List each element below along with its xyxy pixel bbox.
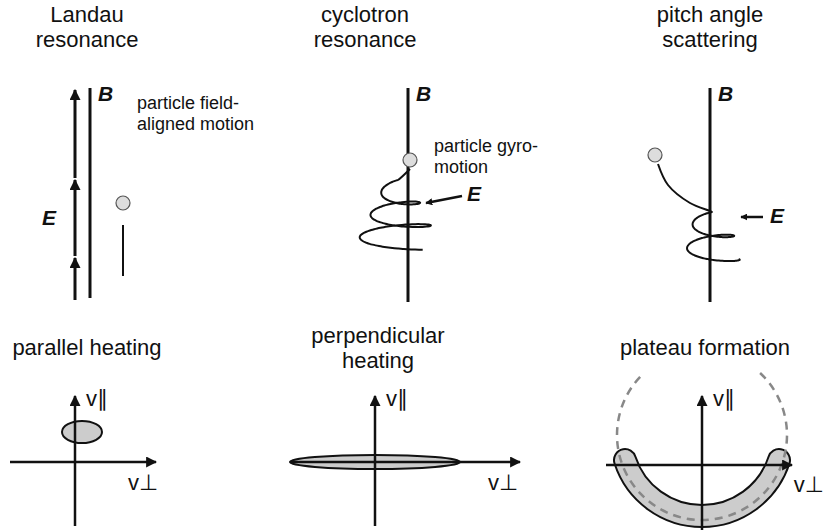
magnetic-field-line	[89, 88, 92, 298]
magnetic-field-line	[407, 88, 410, 302]
axis	[606, 464, 792, 467]
magnetic-field-line	[709, 88, 712, 302]
field-symbol: B	[416, 82, 431, 106]
field-symbol: E	[770, 204, 784, 228]
gyro-trajectory	[360, 169, 431, 250]
panel-heading: parallel heating	[3, 335, 171, 360]
column-heading: cyclotron resonance	[295, 2, 435, 53]
field-symbol: E	[467, 182, 481, 206]
axis-label: v⊥	[794, 472, 824, 497]
column-heading: pitch angle scattering	[645, 2, 775, 53]
axis	[10, 461, 156, 464]
annotation: particle gyro-motion	[434, 136, 549, 177]
particle	[116, 196, 130, 210]
axis	[290, 461, 520, 464]
panel-heading: plateau formation	[595, 335, 815, 360]
axis-label: v∥	[713, 386, 735, 411]
particle	[648, 148, 662, 162]
particle-trajectory	[122, 225, 124, 276]
electric-field-arrow	[74, 90, 77, 178]
field-symbol: E	[42, 206, 56, 230]
axis-label: v∥	[386, 386, 408, 411]
column-heading: Landau resonance	[17, 2, 157, 53]
electric-field-arrow	[426, 196, 462, 203]
annotation: particle field-aligned motion	[137, 93, 257, 134]
electric-field-arrow	[74, 180, 77, 256]
panel-heading: perpendicular heating	[298, 323, 458, 374]
field-symbol: B	[98, 82, 113, 106]
axis-label: v⊥	[488, 470, 518, 495]
axis	[701, 396, 704, 530]
axis-label: v∥	[86, 386, 108, 411]
field-symbol: B	[718, 82, 733, 106]
scattered-trajectory	[658, 164, 740, 261]
axis-label: v⊥	[128, 470, 158, 495]
velocity-distribution	[62, 421, 102, 443]
electric-field-arrow	[741, 216, 763, 219]
particle	[403, 153, 417, 167]
electric-field-arrow	[74, 258, 77, 300]
